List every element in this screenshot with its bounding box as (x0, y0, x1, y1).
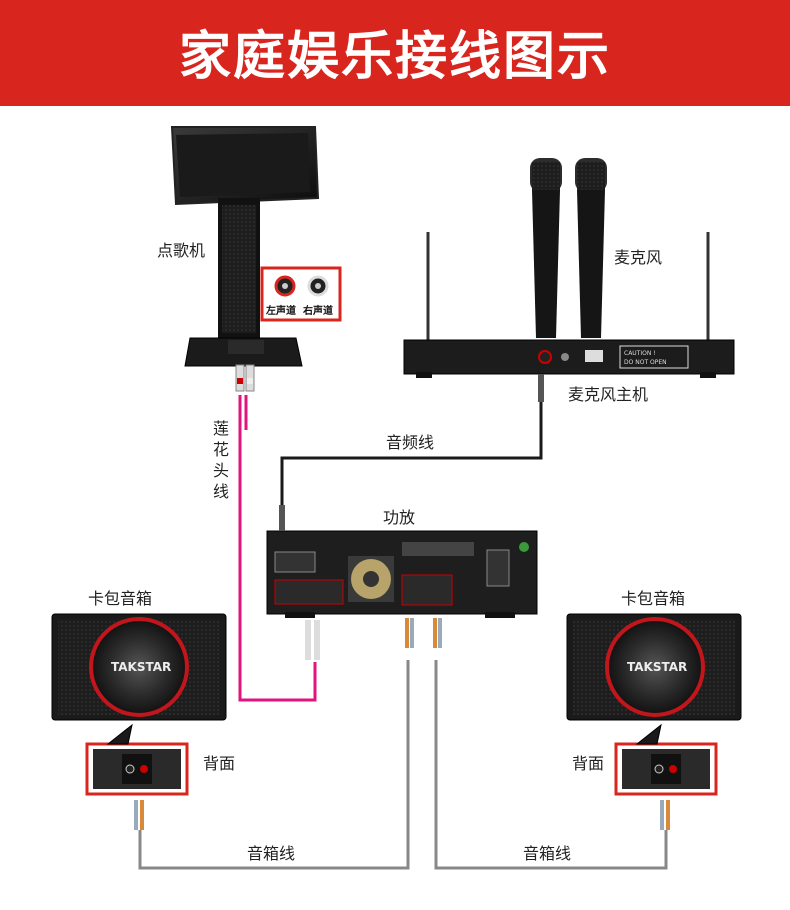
right-speaker-label: 卡包音箱 (621, 589, 685, 608)
right-speaker-back (614, 723, 718, 830)
amplifier (266, 505, 538, 660)
jukebox-label: 点歌机 (157, 241, 205, 260)
left-speaker: TAKSTAR (51, 613, 227, 721)
left-speaker-back (85, 723, 189, 830)
speaker-cable-right-line (434, 660, 668, 870)
mic-receiver-label: 麦克风主机 (568, 385, 648, 404)
right-back-label: 背面 (572, 754, 604, 773)
left-back-label: 背面 (203, 754, 235, 773)
page-title: 家庭娱乐接线图示 (178, 27, 611, 87)
speaker-cable-left-label: 音箱线 (247, 844, 295, 863)
rca-cable-label-2: 花 (213, 440, 229, 459)
audio-cable-label: 音频线 (386, 433, 434, 452)
left-speaker-brand: TAKSTAR (111, 660, 171, 674)
right-speaker-brand: TAKSTAR (627, 660, 687, 674)
rca-cable-label-1: 莲 (213, 419, 229, 438)
jukebox (170, 126, 320, 392)
receiver-warning: DO NOT OPEN (624, 359, 667, 366)
receiver-caution: CAUTION ! (624, 350, 656, 357)
jukebox-jack-callout: 左声道 右声道 (260, 266, 342, 322)
rca-cable-label-3: 头 (213, 461, 229, 480)
left-channel-label: 左声道 (265, 304, 296, 317)
rca-cable (238, 395, 317, 702)
right-speaker: TAKSTAR (566, 613, 742, 721)
microphones (530, 158, 607, 338)
title-banner: 家庭娱乐接线图示 (0, 0, 790, 106)
speaker-cable-right-label: 音箱线 (523, 844, 571, 863)
left-speaker-label: 卡包音箱 (88, 589, 152, 608)
right-channel-label: 右声道 (302, 304, 333, 317)
speaker-cable-left-line (138, 660, 410, 870)
mic-receiver: CAUTION ! DO NOT OPEN (403, 232, 735, 402)
amplifier-label: 功放 (383, 508, 415, 527)
audio-cable (280, 400, 543, 505)
rca-cable-label-4: 线 (213, 482, 229, 501)
mic-label: 麦克风 (614, 248, 662, 267)
